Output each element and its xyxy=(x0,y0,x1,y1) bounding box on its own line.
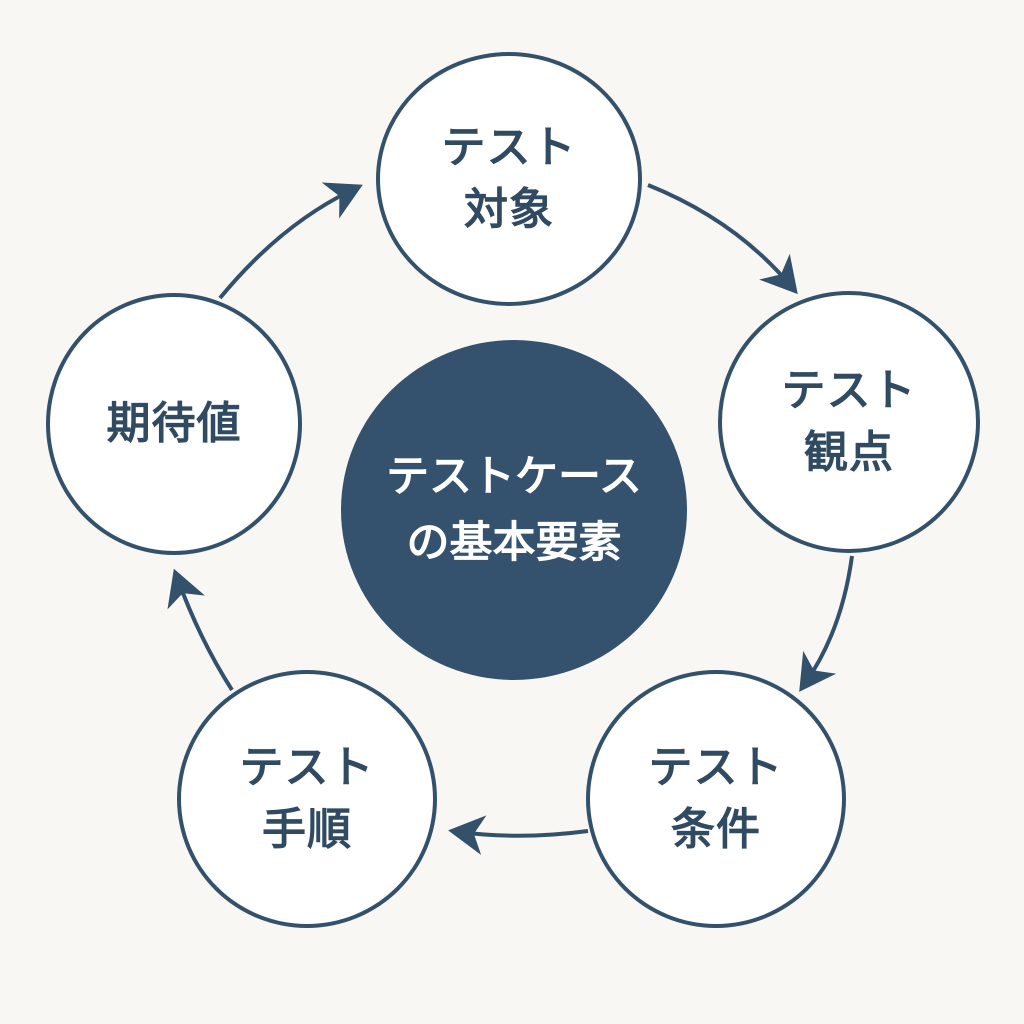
node-test-procedure: テスト 手順 xyxy=(177,670,437,928)
arrow-procedure-to-expected xyxy=(167,568,234,692)
node-expected-value: 期待値 xyxy=(46,293,302,555)
node-label-line1: テスト xyxy=(441,122,577,173)
node-label-line1: テスト xyxy=(648,742,784,793)
arrow-expected-to-target xyxy=(218,182,363,300)
center-hub: テストケース の基本要素 xyxy=(341,340,687,680)
node-test-viewpoint: テスト 観点 xyxy=(718,291,980,553)
center-title-line2: の基本要素 xyxy=(406,518,622,568)
center-title-line1: テストケース xyxy=(386,452,642,502)
node-label-line1: テスト xyxy=(781,365,917,416)
node-test-target: テスト 対象 xyxy=(376,52,642,306)
arrow-condition-to-procedure xyxy=(448,815,589,855)
node-label-line2: 対象 xyxy=(464,184,554,235)
arrow-target-to-viewpoint xyxy=(647,183,798,295)
node-label-line1: テスト xyxy=(239,742,375,793)
node-label-line2: 条件 xyxy=(671,804,761,855)
node-label-line2: 手順 xyxy=(262,804,352,855)
node-label-line2: 観点 xyxy=(804,427,894,478)
node-test-condition: テスト 条件 xyxy=(586,670,846,928)
arrow-viewpoint-to-condition xyxy=(799,555,854,692)
node-label-line1: 期待値 xyxy=(106,398,242,449)
